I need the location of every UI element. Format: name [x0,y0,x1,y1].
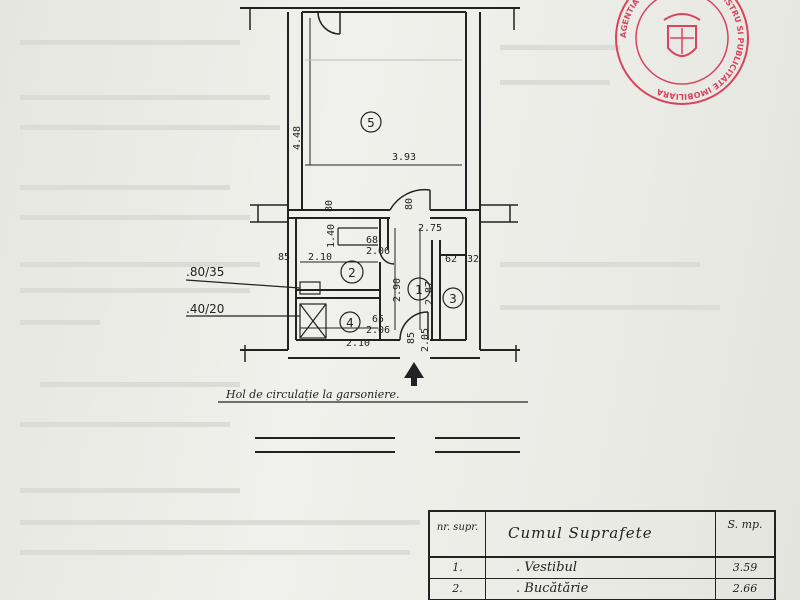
dim-85-left: 85 [278,252,290,263]
header-name: Cumul Suprafete [486,512,716,556]
dim-2-90: 2.90 [392,278,403,302]
dim-65: 65 [372,314,384,325]
dim-32: 32 [467,254,479,265]
dim-2-05: 2.05 [420,328,431,352]
room-5-number: 5 [367,116,375,130]
table-row: 1. . Vestibul 3.59 [430,558,774,579]
doors [317,11,431,341]
dim-2-75: 2.75 [418,223,442,234]
row-area: 2.66 [732,582,758,595]
faint-background-text [20,40,720,555]
walls [240,7,520,453]
row-nr: 2. [430,579,486,599]
vent-label-40-20: .40/20 [186,302,224,316]
cadastre-seal-stamp: AGENTIA NATIONALA DE CADASTRU SI PUBLICI… [615,0,749,105]
dim-2-10-upper: 2.10 [308,252,332,263]
vent-boxes [185,227,378,339]
dim-2-10-lower: 2.10 [346,338,370,349]
dim-4-48: 4.48 [292,126,303,150]
table-header: nr. supr. Cumul Suprafete S. mp. [430,512,774,558]
dim-62: 62 [445,254,457,265]
wall-ties [244,8,518,362]
dim-2-06-upper: 2.06 [366,246,390,257]
dim-68: 68 [366,235,378,246]
header-nr: nr. supr. [430,512,486,556]
dim-85-door: 85 [406,332,417,344]
dimension-lines [300,18,462,330]
row-name: . Vestibul [486,558,716,578]
dim-2-06-lower: 2.06 [366,325,390,336]
room-1-number: 1 [415,283,423,297]
coat-of-arms-icon [663,13,701,57]
room-3-number: 3 [449,292,457,306]
row-nr: 1. [430,558,486,578]
corridor-caption: Hol de circulație la garsoniere. [225,388,400,401]
room-4-number: 4 [346,316,354,330]
room-2-number: 2 [348,266,356,280]
dim-80-left: 80 [324,200,335,212]
dim-3-93: 3.93 [392,152,416,163]
vent-label-80-35: .80/35 [186,265,224,279]
area-summary-table: nr. supr. Cumul Suprafete S. mp. 1. . Ve… [428,510,776,600]
entry-arrow-icon [404,362,424,386]
table-row: 2. . Bucătărie 2.66 [430,579,774,600]
dim-1-40: 1.40 [326,224,337,248]
dim-2-87: 2.87 [424,281,435,305]
row-area: 3.59 [732,561,758,574]
row-name: . Bucătărie [486,579,716,599]
dim-80-door: 80 [404,198,415,210]
header-area: S. mp. [727,518,763,531]
room-circles [339,111,464,333]
